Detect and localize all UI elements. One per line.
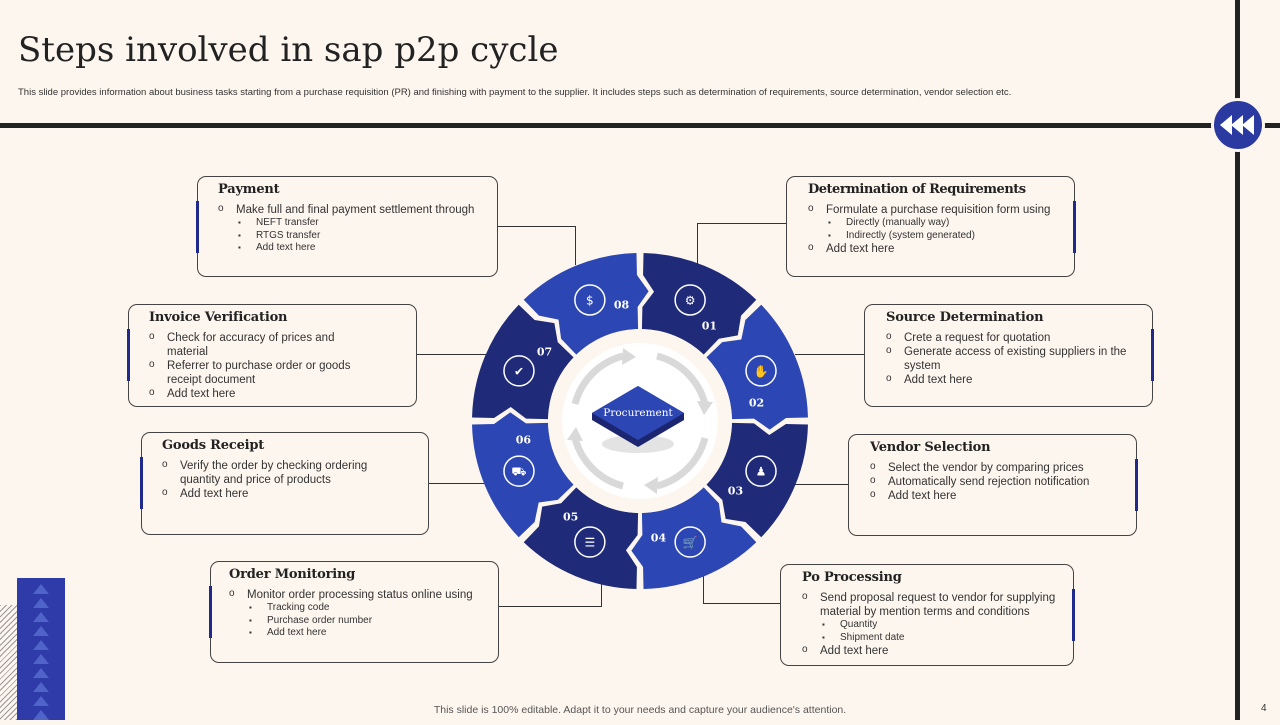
segment-number: 05 <box>563 510 578 523</box>
sub-bullet: Shipment date <box>802 632 1063 645</box>
page-subtitle: This slide provides information about bu… <box>18 87 1012 98</box>
bullet: Generate access of existing suppliers in… <box>886 344 1130 373</box>
document-list-icon-glyph: ☰ <box>584 536 595 550</box>
invoice-check-icon <box>503 355 535 387</box>
step-title: Goods Receipt <box>162 438 265 453</box>
connector-determination <box>697 223 787 264</box>
step-title: Po Processing <box>802 570 902 585</box>
shopping-cart-icon <box>674 526 706 558</box>
step-card-vendor-selection: Vendor Selection Select the vendor by co… <box>848 434 1138 536</box>
bullet: Add text here <box>886 372 1130 387</box>
connector-po <box>703 576 781 604</box>
bullet: Crete a request for quotation <box>886 330 1130 345</box>
segment-number: 03 <box>728 484 743 497</box>
bullet: Send proposal request to vendor for supp… <box>802 590 1063 619</box>
rewind-button[interactable] <box>1211 98 1265 152</box>
wheel-segment-02 <box>706 304 808 430</box>
bullet: Formulate a purchase requisition form us… <box>808 202 1064 217</box>
step-card-order-monitoring: Order Monitoring Monitor order processin… <box>209 561 499 663</box>
hand-money-icon-glyph: ✋ <box>754 364 769 378</box>
wheel-segment-06 <box>472 412 574 538</box>
right-divider <box>1235 0 1240 720</box>
wheel-segment-05 <box>523 487 639 589</box>
connector-source <box>795 354 864 355</box>
decorative-hatch <box>0 605 18 720</box>
segment-number: 07 <box>537 346 552 359</box>
header-divider <box>0 123 1280 128</box>
footer-note: This slide is 100% editable. Adapt it to… <box>433 704 847 716</box>
step-title: Payment <box>218 182 280 197</box>
bullet: Add text here <box>802 643 1063 658</box>
rewind-icon <box>1220 115 1254 135</box>
segment-number: 06 <box>516 433 532 446</box>
bullet: Add text here <box>162 486 378 501</box>
document-list-icon <box>574 526 606 558</box>
step-title: Vendor Selection <box>870 440 991 455</box>
bullet: Monitor order processing status online u… <box>229 587 488 602</box>
people-network-icon-glyph: ♟ <box>756 465 767 479</box>
requirements-gear-icon <box>674 284 706 316</box>
bullet: Verify the order by checking ordering qu… <box>162 458 378 487</box>
wheel-segment-07 <box>472 304 574 420</box>
connector-vendor <box>795 484 848 485</box>
hand-money-icon <box>745 355 777 387</box>
page-title: Steps involved in sap p2p cycle <box>18 30 559 70</box>
step-card-invoice-verification: Invoice Verification Check for accuracy … <box>127 304 417 407</box>
people-network-icon <box>745 455 777 487</box>
bullet: Add text here <box>808 241 1064 256</box>
segment-number: 01 <box>702 320 717 333</box>
segment-number: 08 <box>614 298 630 311</box>
step-card-payment: Payment Make full and final payment sett… <box>196 176 498 277</box>
step-title: Source Determination <box>886 310 1044 325</box>
sub-bullet: Add text here <box>218 242 487 255</box>
segment-number: 02 <box>749 397 764 410</box>
wheel-segment-01 <box>641 253 757 355</box>
sub-bullet: Indirectly (system generated) <box>808 230 1064 243</box>
bullet: Referrer to purchase order or goods rece… <box>149 358 376 387</box>
connector-payment <box>497 226 576 265</box>
step-card-po-processing: Po Processing Send proposal request to v… <box>780 564 1075 666</box>
shopping-cart-icon-glyph: 🛒 <box>683 536 698 550</box>
sub-bullet: Directly (manually way) <box>808 217 1064 230</box>
requirements-gear-icon-glyph: ⚙ <box>685 293 696 307</box>
step-card-determination-of-requirements: Determination of Requirements Formulate … <box>786 176 1076 277</box>
step-card-source-determination: Source Determination Crete a request for… <box>864 304 1154 407</box>
wheel-segment-03 <box>706 422 808 538</box>
sub-bullet: Purchase order number <box>229 615 488 628</box>
sub-bullet: Add text here <box>229 627 488 640</box>
bullet: Add text here <box>149 386 376 401</box>
step-title: Invoice Verification <box>149 310 288 325</box>
bullet: Automatically send rejection notificatio… <box>870 474 1126 489</box>
bullet: Select the vendor by comparing prices <box>870 460 1126 475</box>
decorative-arrow-bar <box>17 578 65 720</box>
center-label: Procurement <box>603 407 673 419</box>
payment-cash-icon-glyph: $ <box>586 293 594 307</box>
sub-bullet: NEFT transfer <box>218 217 487 230</box>
step-title: Order Monitoring <box>229 567 356 582</box>
connector-order <box>498 580 602 607</box>
connector-invoice <box>416 354 486 355</box>
step-card-goods-receipt: Goods Receipt Verify the order by checki… <box>140 432 429 535</box>
bullet: Add text here <box>870 488 1126 503</box>
segment-number: 04 <box>651 532 667 545</box>
sub-bullet: Tracking code <box>229 602 488 615</box>
page-number: 4 <box>1261 703 1267 714</box>
wheel-segment-04 <box>631 487 757 589</box>
bullet: Make full and final payment settlement t… <box>218 202 487 217</box>
invoice-check-icon-glyph: ✔ <box>514 364 524 378</box>
bullet: Check for accuracy of prices and materia… <box>149 330 376 359</box>
sub-bullet: Quantity <box>802 619 1063 632</box>
connector-goods <box>428 483 486 484</box>
payment-cash-icon <box>574 284 606 316</box>
step-title: Determination of Requirements <box>808 182 1026 197</box>
delivery-truck-icon <box>503 455 535 487</box>
delivery-truck-icon-glyph: ⛟ <box>511 465 526 479</box>
wheel-segment-08 <box>523 253 649 355</box>
sub-bullet: RTGS transfer <box>218 230 487 243</box>
